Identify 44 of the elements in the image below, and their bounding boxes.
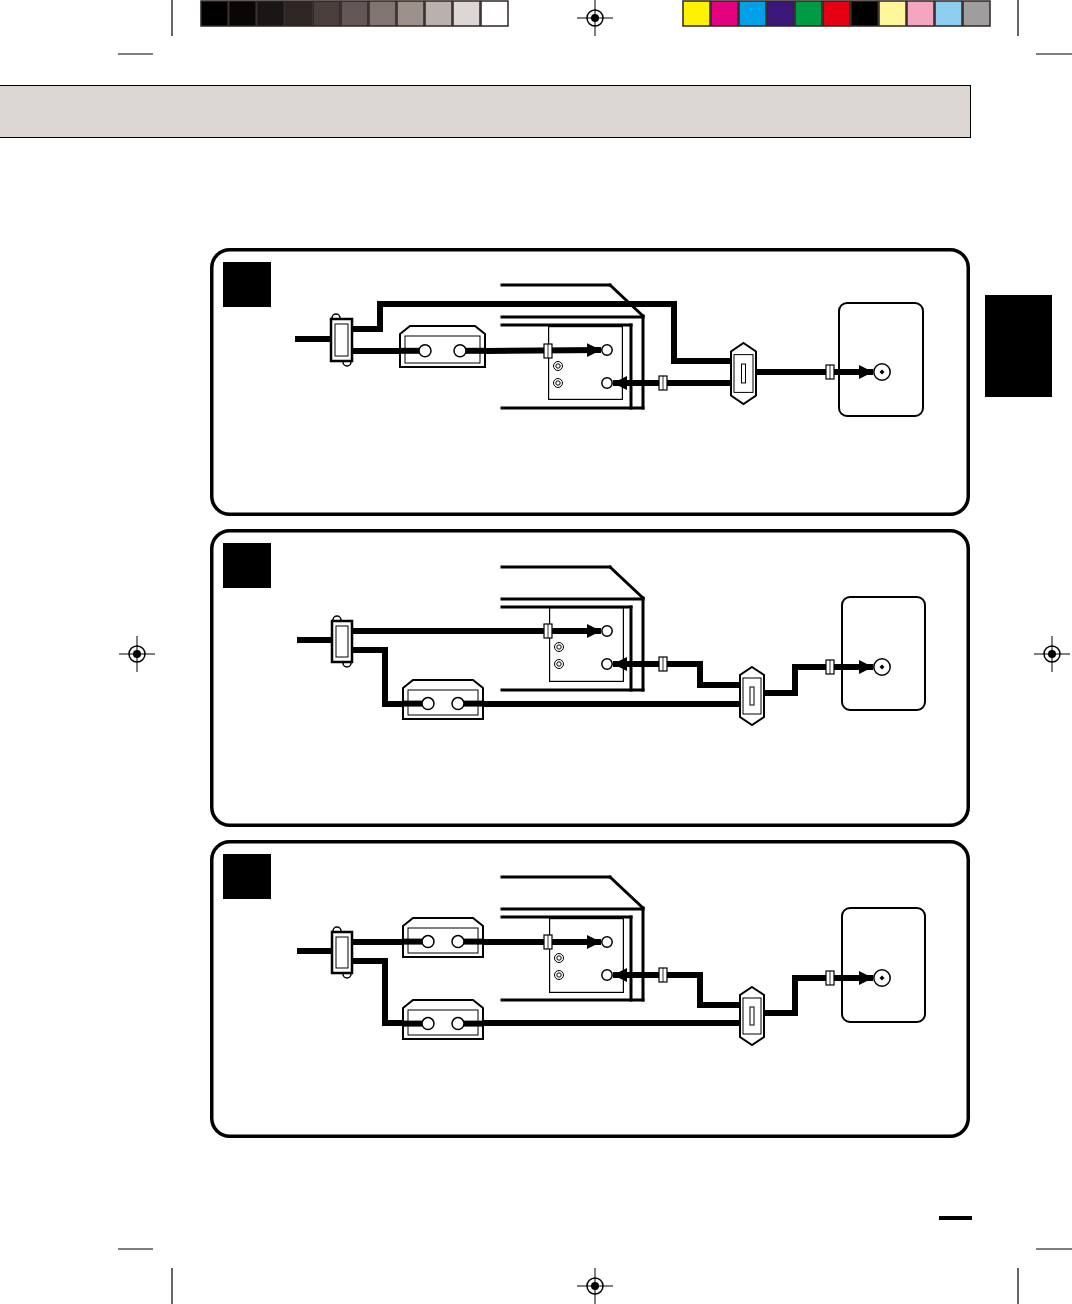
- jack-socket: [601, 936, 613, 948]
- antenna-socket: [873, 969, 891, 987]
- jack-socket: [601, 969, 613, 981]
- jack-socket: [601, 344, 613, 356]
- cable: [295, 336, 330, 342]
- cable-arrow: [353, 624, 601, 638]
- converter-box: [402, 917, 484, 958]
- cable: [353, 348, 399, 354]
- jack-socket: [601, 625, 613, 637]
- diagram-panel: [210, 248, 970, 516]
- cable-arrow: [613, 657, 739, 688]
- cable: [297, 948, 331, 954]
- cable: [353, 301, 730, 364]
- splitter-drawing: [330, 312, 353, 368]
- tv-set: [838, 302, 924, 417]
- jack-socket: [601, 377, 613, 389]
- splitter-drawing: [331, 614, 353, 669]
- splitter-drawing: [331, 925, 353, 980]
- tv-set: [841, 907, 926, 1023]
- cable: [353, 647, 402, 707]
- diagram-panel: [210, 840, 970, 1138]
- cable-arrow: [765, 660, 873, 696]
- switch-drawing: [739, 986, 765, 1046]
- cable-arrow: [757, 365, 873, 379]
- switch-drawing: [739, 666, 765, 726]
- cable-arrow: [613, 376, 730, 390]
- cable: [484, 701, 739, 707]
- converter-box: [399, 325, 486, 368]
- cable-arrow: [765, 971, 873, 1016]
- converter-box: [402, 999, 484, 1040]
- cable: [353, 939, 402, 945]
- cable: [353, 958, 402, 1026]
- cable-arrow: [484, 935, 601, 949]
- jack-socket: [601, 658, 613, 670]
- side-tab: [985, 295, 1052, 397]
- antenna-socket: [873, 363, 891, 381]
- cable: [484, 1020, 739, 1026]
- cable: [297, 637, 331, 643]
- tv-set: [841, 596, 926, 711]
- antenna-socket: [873, 658, 891, 676]
- cable-arrow: [613, 968, 739, 1008]
- converter-box: [402, 679, 484, 720]
- diagram-panel: [210, 529, 970, 827]
- cable-arrow: [485, 343, 602, 358]
